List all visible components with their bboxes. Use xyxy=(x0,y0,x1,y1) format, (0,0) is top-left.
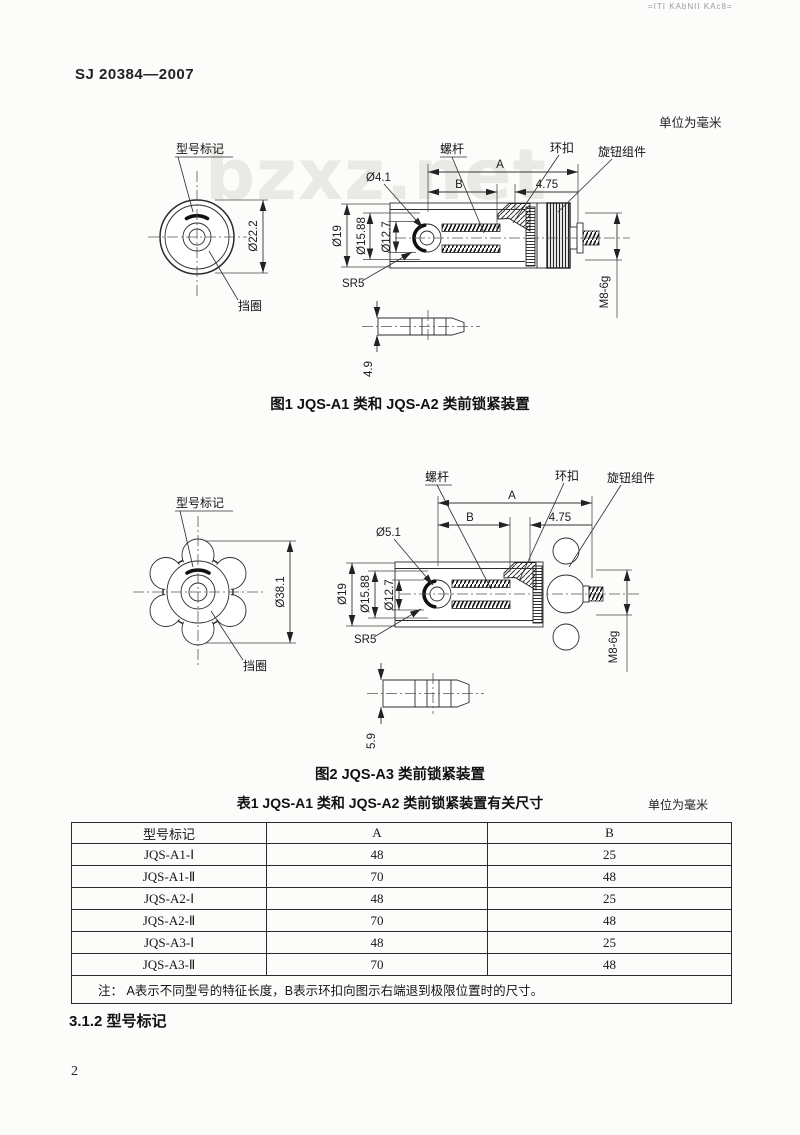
cell-b: 25 xyxy=(487,931,732,954)
fig1-side-view: 4.9 xyxy=(362,301,480,377)
fig2-label-model-mark: 型号标记 xyxy=(176,496,224,510)
fig1-section-view: 螺杆 环扣 旋钮组件 A B 4.75 Ø19 xyxy=(332,141,646,318)
fig2-label-retaining-ring: 挡圈 xyxy=(243,659,267,673)
fig2-front-view: 型号标记 挡圈 Ø38.1 xyxy=(133,496,296,673)
cell-model: JQS-A1-Ⅱ xyxy=(71,865,267,888)
table1-units-note: 单位为毫米 xyxy=(648,798,709,812)
fig1-dim-gap: 4.75 xyxy=(536,179,558,191)
figure1-drawing: 型号标记 挡圈 Ø22.2 xyxy=(148,141,646,377)
figure2-drawing: 型号标记 挡圈 Ø38.1 xyxy=(133,469,655,749)
cell-a: 70 xyxy=(266,865,488,888)
table-row: JQS-A1-Ⅱ 70 48 xyxy=(71,865,732,888)
fig2-side-view: 5.9 xyxy=(366,663,484,749)
fig1-label-screw-rod: 螺杆 xyxy=(440,142,464,156)
table-row: JQS-A2-Ⅰ 48 25 xyxy=(71,887,732,910)
cell-b: 48 xyxy=(487,865,732,888)
fig1-dim-b: B xyxy=(455,179,463,191)
col-header-model: 型号标记 xyxy=(71,822,267,844)
table-row: JQS-A2-Ⅱ 70 48 xyxy=(71,909,732,932)
fig2-dim-dia19: Ø19 xyxy=(337,583,349,605)
fig2-dim-hole-dia: Ø5.1 xyxy=(376,527,401,539)
table-row: JQS-A3-Ⅱ 70 48 xyxy=(71,953,732,976)
fig2-label-ring-clasp: 环扣 xyxy=(555,469,579,483)
fig1-dim-dia1588: Ø15.88 xyxy=(356,217,368,255)
fig2-section-view: 螺杆 环扣 旋钮组件 A B 4.75 Ø19 xyxy=(337,469,655,672)
fig2-label-screw-rod: 螺杆 xyxy=(425,470,449,484)
fig1-label-ring-clasp: 环扣 xyxy=(550,141,574,155)
fig2-dim-a: A xyxy=(508,490,516,502)
fig1-front-view: 型号标记 挡圈 Ø22.2 xyxy=(148,142,268,313)
fig1-dim-outer-dia: Ø22.2 xyxy=(248,220,260,251)
cell-a: 48 xyxy=(266,931,488,954)
fig2-dim-dia1588: Ø15.88 xyxy=(360,575,372,613)
doc-number: SJ 20384—2007 xyxy=(75,66,195,83)
fig2-dim-dia127: Ø12.7 xyxy=(384,579,396,610)
table-row: JQS-A1-Ⅰ 48 25 xyxy=(71,843,732,866)
fig1-dim-a: A xyxy=(496,159,504,171)
figure2-caption: 图2 JQS-A3 类前锁紧装置 xyxy=(315,767,485,783)
cell-b: 48 xyxy=(487,953,732,976)
cell-a: 48 xyxy=(266,887,488,910)
fig2-dim-b: B xyxy=(466,512,474,524)
cell-a: 48 xyxy=(266,843,488,866)
fig1-dim-thread: M8-6g xyxy=(599,276,611,309)
fig2-dim-thread: M8-6g xyxy=(608,631,620,664)
table-row: JQS-A3-Ⅰ 48 25 xyxy=(71,931,732,954)
section-heading: 3.1.2 型号标记 xyxy=(69,1013,167,1030)
scan-artifact-text: =ITI KAbNII KAc8= xyxy=(648,2,733,11)
fig2-dim-gap: 4.75 xyxy=(549,512,571,524)
fig1-dim-sphere: SR5 xyxy=(342,278,364,290)
cell-model: JQS-A2-Ⅱ xyxy=(71,909,267,932)
fig1-dim-thickness: 4.9 xyxy=(363,361,375,377)
cell-b: 25 xyxy=(487,843,732,866)
cell-b: 25 xyxy=(487,887,732,910)
cell-a: 70 xyxy=(266,953,488,976)
page-number: 2 xyxy=(71,1064,78,1079)
table-header-row: 型号标记 A B xyxy=(71,822,732,844)
cell-a: 70 xyxy=(266,909,488,932)
fig1-dim-dia19: Ø19 xyxy=(332,225,344,247)
cell-model: JQS-A2-Ⅰ xyxy=(71,887,267,910)
fig2-label-knob-assembly: 旋钮组件 xyxy=(607,470,655,485)
fig1-label-retaining-ring: 挡圈 xyxy=(238,299,262,313)
dimensions-table: 型号标记 A B JQS-A1-Ⅰ 48 25 JQS-A1-Ⅱ 70 48 J… xyxy=(71,822,732,1004)
figure1-caption: 图1 JQS-A1 类和 JQS-A2 类前锁紧装置 xyxy=(270,397,530,413)
col-header-a: A xyxy=(266,822,488,844)
fig1-label-knob-assembly: 旋钮组件 xyxy=(598,144,646,159)
col-header-b: B xyxy=(487,822,732,844)
fig1-dim-dia127: Ø12.7 xyxy=(381,221,393,252)
fig1-dim-hole-dia: Ø4.1 xyxy=(366,172,391,184)
table-note: 注： A表示不同型号的特征长度，B表示环扣向图示右端退到极限位置时的尺寸。 xyxy=(71,975,732,1004)
cell-model: JQS-A3-Ⅰ xyxy=(71,931,267,954)
table-note-row: 注： A表示不同型号的特征长度，B表示环扣向图示右端退到极限位置时的尺寸。 xyxy=(71,975,732,1004)
fig2-dim-thickness: 5.9 xyxy=(366,733,378,749)
cell-model: JQS-A1-Ⅰ xyxy=(71,843,267,866)
fig2-dim-sphere: SR5 xyxy=(354,634,376,646)
table1-title: 表1 JQS-A1 类和 JQS-A2 类前锁紧装置有关尺寸 xyxy=(236,795,544,811)
fig2-dim-outer-dia: Ø38.1 xyxy=(275,576,287,607)
cell-b: 48 xyxy=(487,909,732,932)
cell-model: JQS-A3-Ⅱ xyxy=(71,953,267,976)
units-note-top: 单位为毫米 xyxy=(659,116,722,130)
fig1-label-model-mark: 型号标记 xyxy=(176,142,224,156)
